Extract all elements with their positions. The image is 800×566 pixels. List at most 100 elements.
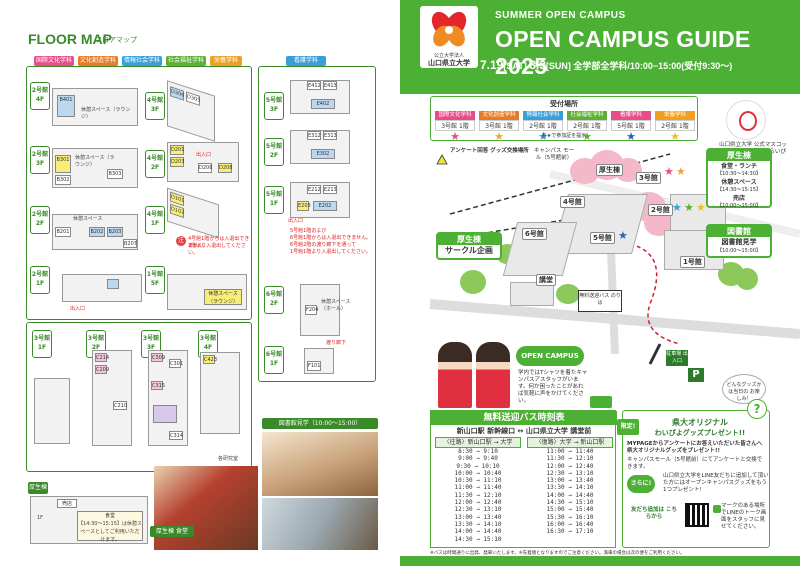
date-rest: 全学部全学科/10:00−15:00(受付9:30〜) xyxy=(573,61,733,71)
kouseitou-item-2: 休憩スペース xyxy=(721,179,757,186)
room-d206: D206 xyxy=(198,163,213,173)
line-note: マークのある場所でLINEのトーク画面をスタッフに見せてください。 xyxy=(721,503,767,530)
room-d201: D201 xyxy=(170,145,185,155)
bus-col-inbound: 〈復路〉大学 → 新山口駅 xyxy=(527,437,613,448)
star-icon: ★ xyxy=(494,130,504,143)
room-shokudo: 食堂 【14:30〜15:15】は休憩スペースとしてご利用いただけます。 xyxy=(77,511,143,543)
bldg-4-3f: 4号館 3F xyxy=(145,92,165,120)
uk-dept-kango: 看護学科 xyxy=(611,111,651,120)
library-info-head: 図書館 xyxy=(708,226,770,237)
university-logo: 公立大学法人 山口県立大学 xyxy=(420,6,478,68)
staff-text: 学内ではTシャツを着たキャンパスアスタッフがいます。何か困ったことがあれば気軽に… xyxy=(518,370,588,404)
staff-title: OPEN CAMPUS STAFF xyxy=(516,346,584,380)
date-2-day: [SUN] xyxy=(545,61,571,71)
parking-icon: P xyxy=(688,368,704,382)
legend-joho: 情報社会学科 xyxy=(122,56,162,66)
note-5-a: 5号館1階および xyxy=(290,228,327,234)
rest-space-6-2f: 休憩スペース（ホール） xyxy=(321,299,351,312)
shokudo-label: 食堂 xyxy=(104,513,115,519)
uketsuke-note: 各★で参加証を提示 xyxy=(541,133,587,139)
legend-kango: 看護学科 xyxy=(286,56,326,66)
label-bldg-5: 5号館 xyxy=(590,232,615,244)
kouseitou-info: 厚生棟 食堂・ランチ 【10:30〜14:30】 休憩スペース 【14:30〜1… xyxy=(706,148,772,209)
bldg-1-5f: 1号館 5F xyxy=(145,266,165,294)
note-5-d: 1号館1階より入退出してください。 xyxy=(290,249,371,255)
star-icon: ★ xyxy=(664,165,674,178)
plan-2-3f: B301 B302 B303 休憩スペース（ラウンジ） xyxy=(52,148,138,188)
uk-dept-joho: 情報社会学科 xyxy=(523,111,563,120)
exit-4-2f: 出入口 xyxy=(196,152,212,158)
kouseitou-photo-label: 厚生棟 食堂 xyxy=(150,526,194,537)
bus-inbound-times: 11:00 → 11:40 11:30 → 12:10 12:00 → 12:4… xyxy=(546,448,594,536)
mascot-icon xyxy=(726,100,766,140)
star-icon: ★ xyxy=(582,130,592,143)
star-icon: ★ xyxy=(672,201,682,214)
library-photo-1 xyxy=(262,432,378,496)
campus-mall-label: キャンパス モール（5号館前） xyxy=(533,148,575,161)
uk-dept-fukushi: 社会福祉学科 xyxy=(567,111,607,120)
uk-dept-eiyou: 栄養学科 xyxy=(655,111,695,120)
library-photo-2 xyxy=(262,498,378,550)
room-2-1f-a xyxy=(107,279,119,289)
triangle-icon xyxy=(436,150,448,165)
bldg-block-koudou xyxy=(510,282,554,306)
room-e213: E213 xyxy=(323,185,337,194)
floor-map-subtitle: フロアマップ xyxy=(95,36,137,44)
library-info: 図書館 図書館見学 【10:00〜15:00】 xyxy=(706,224,772,258)
header-date: 7.19[SAT] 8.3[SUN] 全学部全学科/10:00−15:00(受付… xyxy=(480,58,732,72)
header-title: OPEN CAMPUS GUIDE 2025 xyxy=(495,26,751,79)
bus-icon xyxy=(590,396,612,408)
goods-text-2: キャンパスモール（5号館前）にてアンケートと交換できます。 xyxy=(627,457,763,470)
footer-bar xyxy=(400,556,800,566)
room-c309: C309 xyxy=(151,353,166,362)
bldg-6-2f: 6号館 2F xyxy=(264,286,284,314)
plan-2-2f: B201 B202 B203 B207 休憩スペース xyxy=(52,214,138,250)
room-e202: E202 xyxy=(313,201,337,211)
uk-loc-fukushi: 2号館 1階 xyxy=(567,120,607,131)
legend-kokusai: 国際文化学科 xyxy=(34,56,74,66)
note-4-1f-a: 4号館1階からは入退出できません。 xyxy=(188,236,250,249)
star-icon: ★ xyxy=(626,130,636,143)
room-3-3f-rest xyxy=(153,405,177,423)
uk-dept-bunka: 文化創造学科 xyxy=(479,111,519,120)
legend-eiyou: 栄養学科 xyxy=(210,56,242,66)
uk-eiyou: 栄養学科 2号館 1階 ★ xyxy=(655,111,695,143)
circle-info-body: サークル企画 xyxy=(445,246,493,255)
room-e312: E312 xyxy=(307,131,321,140)
bus-col-outbound: 〈往路〉新山口駅 → 大学 xyxy=(435,437,521,448)
date-1: 7.19 xyxy=(480,58,504,72)
bldg-5-3f: 5号館 3F xyxy=(264,92,284,120)
qr-code-icon[interactable] xyxy=(685,503,709,527)
watari-label: 渡り廊下 xyxy=(326,340,347,346)
flower-logo-icon xyxy=(431,11,467,47)
star-icon: ★ xyxy=(684,201,694,214)
note-4-1f-b: 2階より入退出してください。 xyxy=(188,243,246,256)
header-summer: SUMMER OPEN CAMPUS xyxy=(495,10,626,21)
floor-map-page: FLOOR MAP フロアマップ 国際文化学科 文化創造学科 情報社会学科 社会… xyxy=(26,31,378,550)
room-b401: B401 xyxy=(57,95,75,117)
room-1-5f-rest: 休憩スペース（ラウンジ） xyxy=(204,289,242,305)
kouseitou-item-4: 売店 xyxy=(732,195,745,202)
room-e412: E412 xyxy=(307,81,321,90)
room-c314: C314 xyxy=(169,431,184,440)
staff-photo-1 xyxy=(438,342,472,408)
star-icon: ★ xyxy=(676,165,686,178)
room-e402: E402 xyxy=(311,99,335,109)
bus-title: 無料送迎バス時刻表 xyxy=(431,411,617,425)
room-e203: E203 xyxy=(297,201,311,211)
uk-loc-joho: 2号館 1階 xyxy=(523,120,563,131)
room-b201: B201 xyxy=(55,227,71,237)
legend-bunka: 文化創造学科 xyxy=(78,56,118,66)
room-f101: F101 xyxy=(307,361,321,371)
rest-space-2-4f: 休憩スペース（ラウンジ） xyxy=(81,107,131,120)
bldg-2-4f: 2号館 4F xyxy=(30,82,50,110)
uk-loc-eiyou: 2号館 1階 xyxy=(655,120,695,131)
uk-kango: 看護学科 5号館 1階 ★ xyxy=(611,111,651,143)
room-d203: D203 xyxy=(170,157,185,167)
circle-info: 厚生棟 サークル企画 xyxy=(436,232,502,260)
line-add-text[interactable]: 友だち追加は こちらから xyxy=(631,507,677,520)
bldg-2-3f: 2号館 3F xyxy=(30,146,50,174)
plan-5-2f: E312 E313 E302 xyxy=(290,130,350,164)
exit-2-1f: 出入口 xyxy=(70,306,86,312)
room-f204: F204 xyxy=(305,305,319,315)
